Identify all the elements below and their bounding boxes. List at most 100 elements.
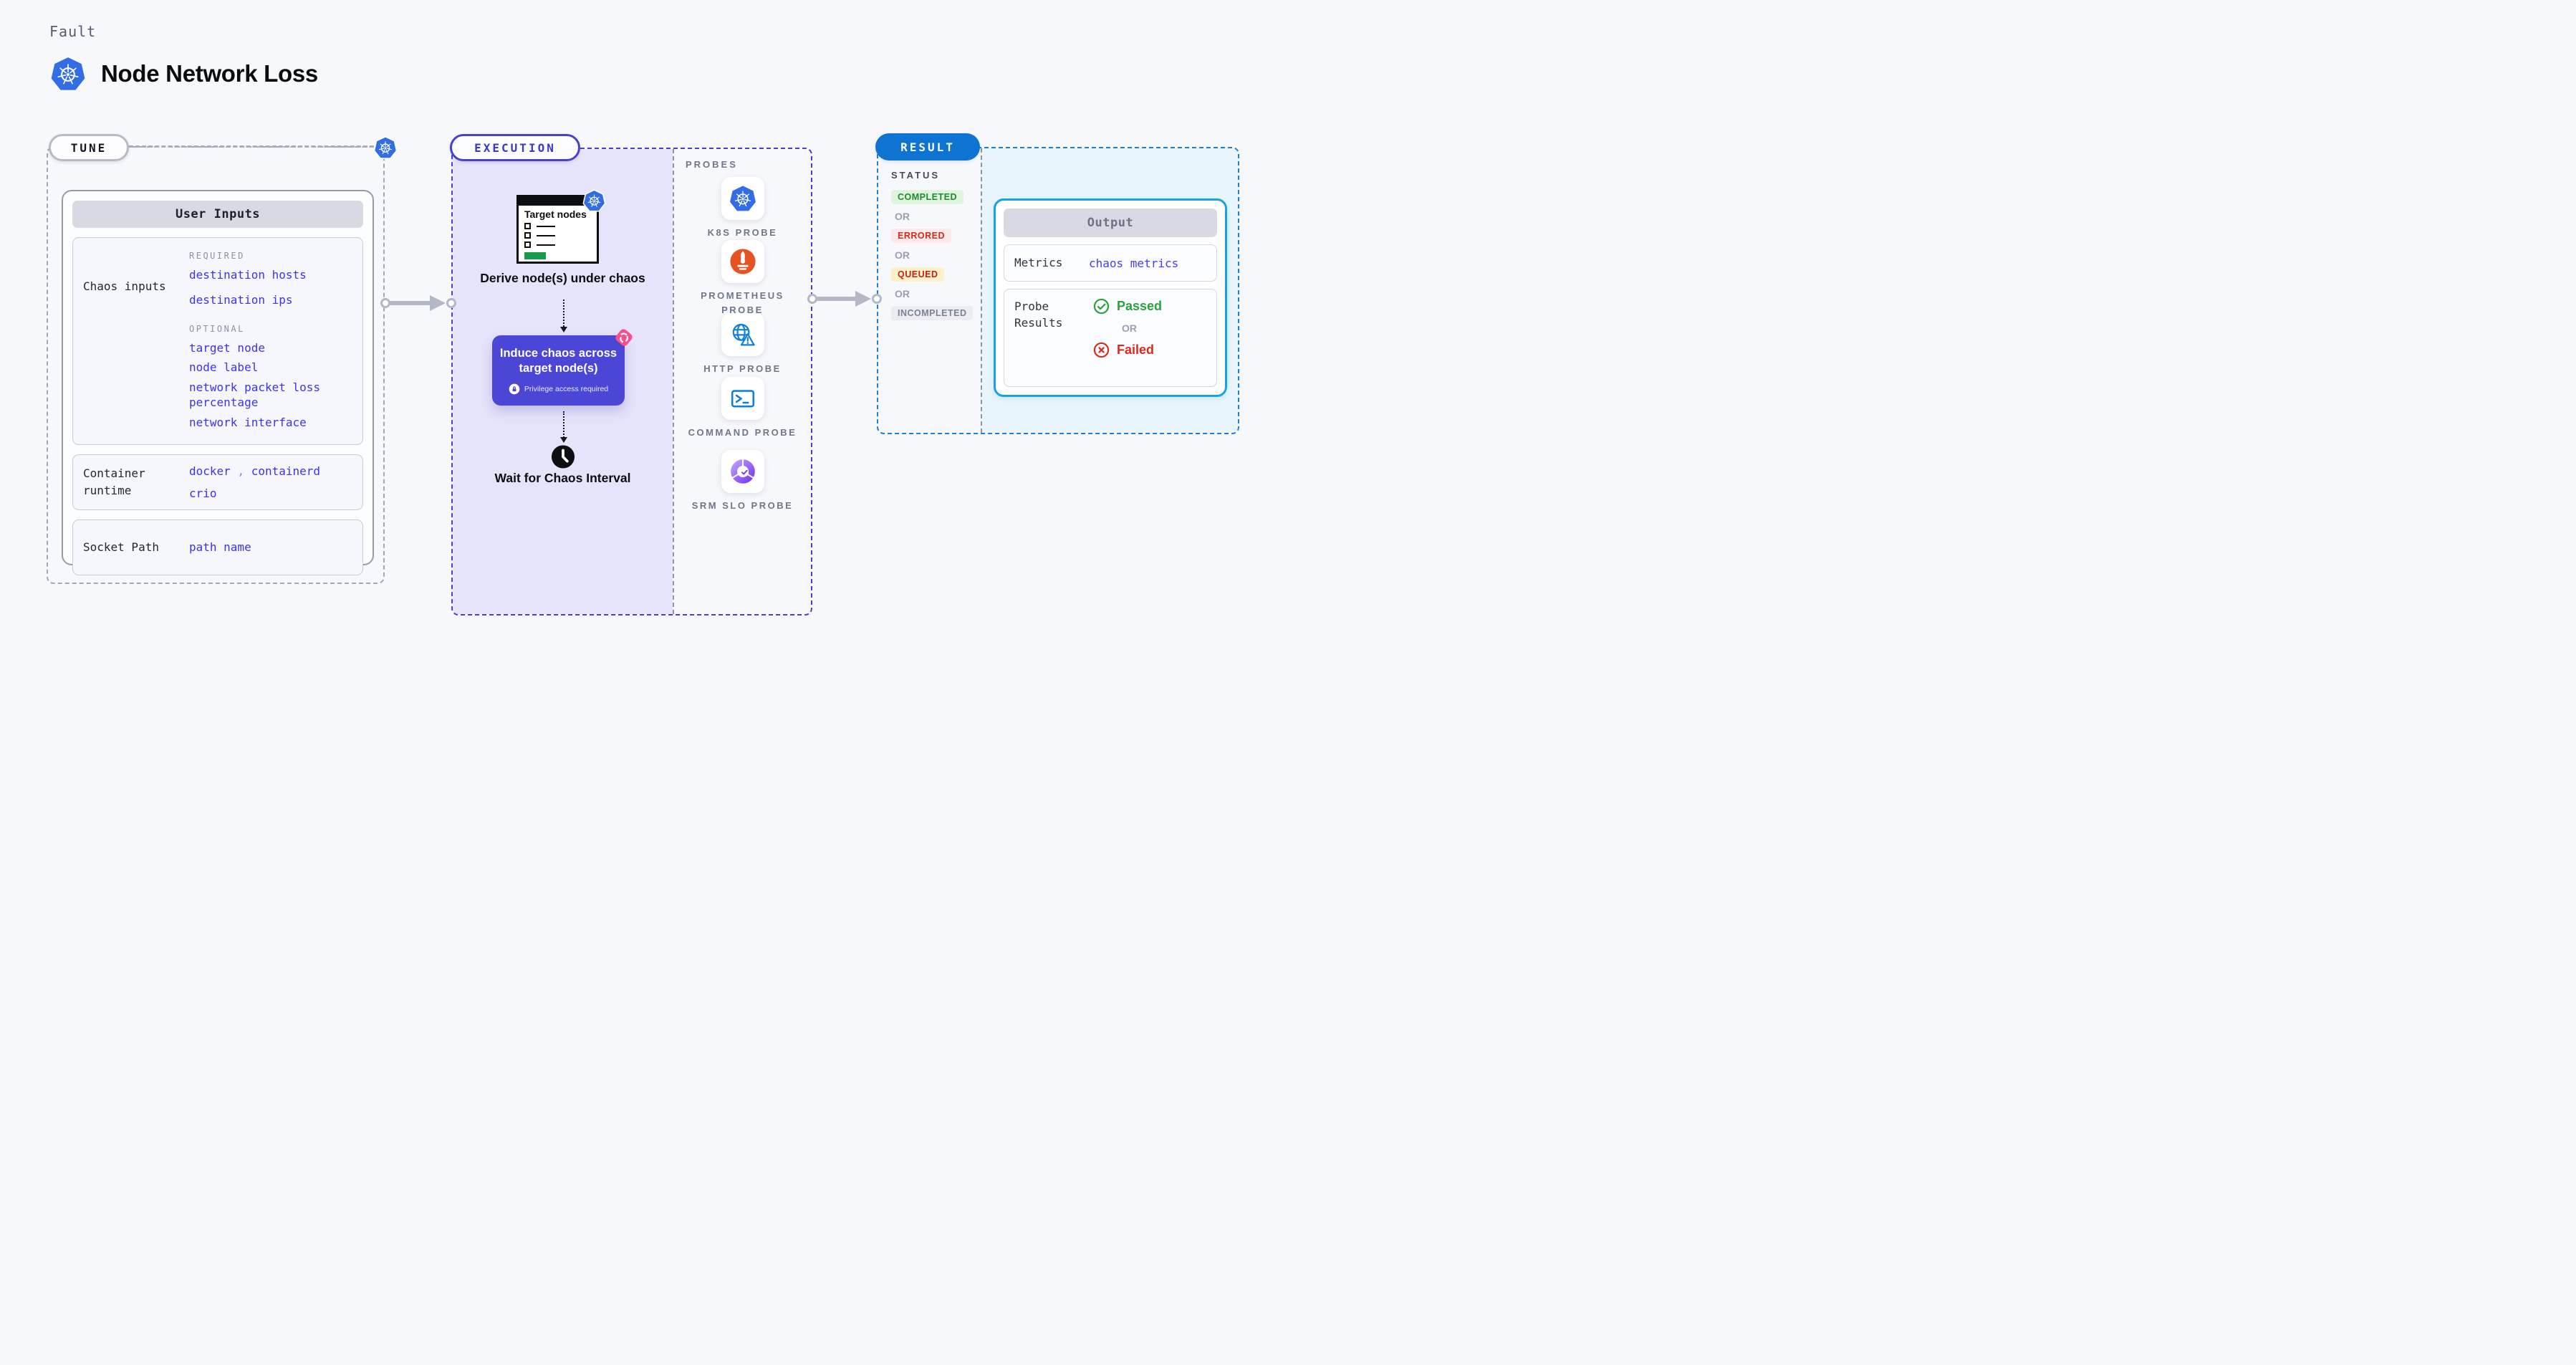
probe-label: HTTP PROBE <box>703 363 782 374</box>
probe-item: HTTP PROBE <box>674 313 811 376</box>
connector-dot <box>872 294 882 304</box>
connector-dot <box>446 298 456 308</box>
list-line <box>537 234 555 236</box>
srm-slo-probe-icon <box>721 450 764 493</box>
status-heading: STATUS <box>891 170 941 181</box>
chaos-input-item: network interface <box>189 415 307 429</box>
chaos-input-item: destination ips <box>189 292 293 307</box>
k8s-probe-icon <box>721 177 764 220</box>
diagram-canvas: Fault Node Network Loss TUNE User Inputs… <box>0 0 1288 682</box>
checkbox-icon <box>524 232 531 239</box>
metrics-row: Metrics chaos metrics <box>1004 244 1217 282</box>
fault-eyebrow: Fault <box>49 23 97 40</box>
status-badge: COMPLETED <box>891 190 963 204</box>
target-nodes-illustration: Target nodes <box>516 195 599 264</box>
list-line <box>537 244 555 246</box>
probes-panel: PROBES K8S PROBE PROMETHEUS PROBE HTTP P… <box>673 149 811 614</box>
connector-dot <box>380 298 390 308</box>
chaos-input-item: destination hosts <box>189 268 307 282</box>
privilege-note-text: Privilege access required <box>524 385 609 394</box>
status-column: STATUS COMPLETED OR ERRORED OR QUEUED OR… <box>878 148 981 433</box>
execution-steps-panel: Target nodes Derive node(s) under chaos … <box>453 149 673 614</box>
probe-item: COMMAND PROBE <box>674 377 811 440</box>
probe-item: PROMETHEUS PROBE <box>674 240 811 317</box>
metrics-label: Metrics <box>1014 256 1063 270</box>
execution-phase-pill: EXECUTION <box>450 134 580 161</box>
result-phase-pill: RESULT <box>875 133 980 161</box>
chaos-inputs-label: Chaos inputs <box>83 279 166 293</box>
chaos-input-item: node label <box>189 360 259 375</box>
green-button-shape <box>524 252 546 260</box>
probe-item: SRM SLO PROBE <box>674 450 811 513</box>
user-inputs-title: User Inputs <box>72 201 363 228</box>
metrics-value: chaos metrics <box>1089 256 1179 270</box>
or-label: OR <box>895 249 910 261</box>
required-heading: REQUIRED <box>189 251 245 261</box>
probe-label: K8S PROBE <box>707 227 778 238</box>
chaos-icon <box>614 327 634 348</box>
runtime-value: crio <box>189 486 217 500</box>
execution-phase-box: Target nodes Derive node(s) under chaos … <box>451 148 812 616</box>
passed-label: Passed <box>1117 299 1163 313</box>
failed-label: Failed <box>1117 343 1155 357</box>
flow-arrow-line <box>814 297 857 301</box>
lock-icon <box>509 383 520 395</box>
output-title: Output <box>1004 209 1217 237</box>
probes-heading: PROBES <box>686 159 738 170</box>
probe-item: K8S PROBE <box>674 177 811 240</box>
kubernetes-icon <box>49 54 87 93</box>
illustration-title: Target nodes <box>524 209 587 220</box>
output-card: Output Metrics chaos metrics Probe Resul… <box>994 198 1227 397</box>
chaos-input-item: network packet loss percentage <box>189 380 321 409</box>
command-probe-icon <box>721 377 764 420</box>
privilege-note: Privilege access required <box>499 383 617 395</box>
passed-check-icon <box>1093 298 1110 315</box>
kubernetes-icon <box>372 133 399 162</box>
chaos-inputs-row: Chaos inputs REQUIRED destination hosts … <box>72 237 363 445</box>
probe-results-values: Passed OR Failed <box>1089 298 1206 378</box>
status-badge: QUEUED <box>891 267 945 282</box>
chaos-inputs-values: REQUIRED destination hosts destination i… <box>189 246 352 436</box>
runtime-value: docker <box>189 464 231 478</box>
prometheus-probe-icon <box>721 240 764 283</box>
socket-path-label: Socket Path <box>83 540 159 554</box>
tune-connector-line <box>129 145 374 148</box>
runtime-separator: , <box>237 464 245 478</box>
derive-step-label: Derive node(s) under chaos <box>480 271 645 285</box>
http-probe-icon <box>721 313 764 356</box>
clock-icon <box>550 444 575 469</box>
checkbox-icon <box>524 223 531 230</box>
status-badge: ERRORED <box>891 229 952 243</box>
container-runtime-values: docker , containerd crio <box>189 464 352 500</box>
or-label: OR <box>895 211 910 222</box>
probe-label: COMMAND PROBE <box>688 427 797 438</box>
probe-results-label: Probe Results <box>1014 300 1063 330</box>
illustration-titlebar <box>519 197 597 206</box>
runtime-value: containerd <box>251 464 321 478</box>
tune-phase-pill: TUNE <box>49 134 129 161</box>
wait-step-label: Wait for Chaos Interval <box>494 471 631 485</box>
or-label: OR <box>895 288 910 300</box>
connector-dot <box>807 294 817 304</box>
or-label: OR <box>1122 322 1137 334</box>
optional-heading: OPTIONAL <box>189 323 245 334</box>
list-line <box>537 225 555 227</box>
checkbox-icon <box>524 241 531 249</box>
flow-arrow-head <box>430 295 446 311</box>
step-arrow-down <box>559 411 567 443</box>
probe-results-row: Probe Results Passed OR Failed <box>1004 289 1217 387</box>
page-title: Node Network Loss <box>101 60 318 87</box>
kubernetes-icon <box>581 187 607 214</box>
probe-label: PROMETHEUS PROBE <box>701 290 784 315</box>
failed-x-icon <box>1093 342 1110 358</box>
user-inputs-panel: User Inputs Chaos inputs REQUIRED destin… <box>62 190 374 575</box>
induce-chaos-step: Induce chaos across target node(s) Privi… <box>492 335 625 406</box>
container-runtime-label: Container runtime <box>83 466 145 497</box>
probe-label: SRM SLO PROBE <box>691 500 794 511</box>
flow-arrow-head <box>855 291 871 307</box>
induce-step-label: Induce chaos across target node(s) <box>499 347 617 375</box>
status-badge: INCOMPLETED <box>891 306 974 320</box>
page-header: Node Network Loss <box>49 54 318 93</box>
container-runtime-row: Container runtime docker , containerd cr… <box>72 454 363 510</box>
socket-path-row: Socket Path path name <box>72 519 363 575</box>
